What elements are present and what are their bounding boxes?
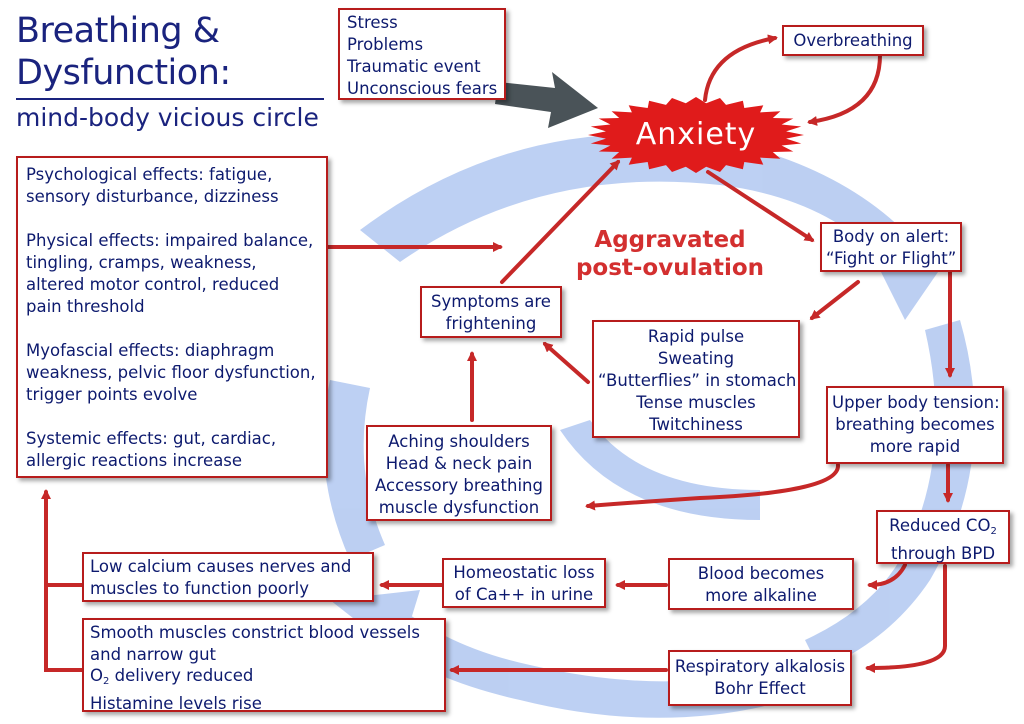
upper-body-line: Upper body tension: bbox=[832, 393, 1000, 412]
physical-effects-line: altered motor control, reduced bbox=[26, 275, 280, 294]
reduced-co2-box: Reduced CO2 through BPD bbox=[876, 510, 1010, 564]
stress-box: Stress Problems Traumatic event Unconsci… bbox=[338, 8, 506, 100]
rapid-pulse-line: Tense muscles bbox=[636, 393, 756, 412]
aching-line: Head & neck pain bbox=[385, 454, 533, 473]
aggravated-note: Aggravated post-ovulation bbox=[560, 226, 780, 282]
overbreathing-label: Overbreathing bbox=[793, 31, 913, 50]
low-calcium-box: Low calcium causes nerves and muscles to… bbox=[82, 552, 374, 602]
diagram-title: Breathing & Dysfunction: mind-body vicio… bbox=[16, 10, 336, 133]
reduced-co2-line-1: Reduced CO2 bbox=[882, 515, 1004, 543]
alkaline-line: more alkaline bbox=[705, 586, 817, 605]
anxiety-burst bbox=[588, 97, 804, 173]
psychological-effects-line: sensory disturbance, dizziness bbox=[26, 187, 279, 206]
anxiety-label: Anxiety bbox=[635, 117, 757, 152]
symptoms-line: Symptoms are bbox=[431, 292, 551, 311]
smooth-muscles-line: Smooth muscles constrict blood vessels bbox=[90, 623, 420, 642]
symptoms-line: frightening bbox=[445, 314, 537, 333]
o2-subscript: 2 bbox=[103, 676, 110, 687]
symptoms-box: Symptoms are frightening bbox=[420, 286, 562, 338]
rapid-pulse-line: Twitchiness bbox=[649, 415, 743, 434]
systemic-effects-line: allergic reactions increase bbox=[26, 451, 243, 470]
low-calcium-line: muscles to function poorly bbox=[90, 579, 310, 598]
alkaline-box: Blood becomes more alkaline bbox=[668, 558, 854, 610]
body-alert-line: Body on alert: bbox=[832, 227, 950, 246]
title-line-1: Breathing & bbox=[16, 11, 220, 51]
homeostatic-line: of Ca++ in urine bbox=[454, 585, 594, 604]
cycle-inner bbox=[560, 420, 760, 520]
stress-line: Traumatic event bbox=[347, 57, 481, 76]
physical-effects-line: pain threshold bbox=[26, 297, 145, 316]
aching-line: muscle dysfunction bbox=[378, 498, 540, 517]
smooth-muscles-line: and narrow gut bbox=[90, 644, 217, 664]
smooth-muscles-box: Smooth muscles constrict blood vessels a… bbox=[82, 618, 446, 713]
stress-line: Unconscious fears bbox=[347, 79, 498, 98]
aching-line: Accessory breathing bbox=[375, 476, 543, 495]
upper-body-box: Upper body tension: breathing becomes mo… bbox=[826, 386, 1004, 464]
body-alert-box: Body on alert: “Fight or Flight” bbox=[820, 222, 962, 272]
cycle-arc-top bbox=[360, 134, 930, 280]
homeostatic-line: Homeostatic loss bbox=[453, 563, 595, 582]
arrow-co2-to-alkaline bbox=[867, 563, 907, 590]
o2-text: O bbox=[90, 666, 103, 685]
low-calcium-line: Low calcium causes nerves and bbox=[90, 557, 352, 576]
arrow-anxiety-to-overbreathing bbox=[703, 34, 778, 102]
reduced-co2-line-2: through BPD bbox=[890, 544, 996, 563]
o2-delivery-text: delivery reduced bbox=[109, 666, 254, 685]
effects-box: Psychological effects: fatigue, sensory … bbox=[16, 156, 328, 478]
aching-line: Aching shoulders bbox=[388, 432, 530, 451]
myofascial-effects-line: Myofascial effects: diaphragm bbox=[26, 341, 275, 360]
title-line-2: Dysfunction: bbox=[16, 53, 231, 93]
systemic-effects-line: Systemic effects: gut, cardiac, bbox=[26, 429, 277, 448]
co2-subscript: 2 bbox=[990, 526, 997, 537]
stress-line: Stress bbox=[347, 13, 398, 32]
physical-effects-line: tingling, cramps, weakness, bbox=[26, 253, 257, 272]
homeostatic-box: Homeostatic loss of Ca++ in urine bbox=[442, 558, 606, 608]
aggravated-line-1: Aggravated bbox=[594, 227, 746, 253]
histamine-line: Histamine levels rise bbox=[90, 693, 262, 713]
upper-body-line: breathing becomes bbox=[835, 415, 995, 434]
body-alert-line: “Fight or Flight” bbox=[826, 249, 957, 268]
aggravated-line-2: post-ovulation bbox=[575, 255, 765, 281]
physical-effects-line: Physical effects: impaired balance, bbox=[26, 231, 314, 250]
respiratory-line: Bohr Effect bbox=[714, 679, 806, 698]
stress-line: Problems bbox=[347, 35, 424, 54]
arrows bbox=[46, 34, 955, 675]
arrow-overbreathing-to-anxiety bbox=[807, 53, 882, 126]
rapid-pulse-box: Rapid pulse Sweating “Butterflies” in st… bbox=[592, 320, 800, 438]
o2-delivery-line: O2 delivery reduced bbox=[90, 665, 438, 693]
aching-box: Aching shoulders Head & neck pain Access… bbox=[366, 425, 552, 521]
arrow-symptoms-to-anxiety bbox=[500, 159, 621, 284]
myofascial-effects-line: weakness, pelvic floor dysfunction, bbox=[26, 363, 316, 382]
title-subtitle: mind-body vicious circle bbox=[16, 103, 319, 132]
alkaline-line: Blood becomes bbox=[697, 564, 825, 583]
psychological-effects-line: Psychological effects: fatigue, bbox=[26, 165, 273, 184]
respiratory-box: Respiratory alkalosis Bohr Effect bbox=[668, 650, 852, 706]
arrow-upper-body-to-aching bbox=[585, 463, 840, 511]
overbreathing-box: Overbreathing bbox=[782, 25, 924, 56]
rapid-pulse-line: Rapid pulse bbox=[647, 327, 745, 346]
rapid-pulse-line: “Butterflies” in stomach bbox=[598, 371, 797, 390]
arrow-left-vertical-to-effects bbox=[46, 492, 84, 672]
arrow-rapid-pulse-to-symptoms bbox=[542, 342, 590, 384]
cycle-arc-right bbox=[805, 320, 975, 670]
arrow-anxiety-to-body-alert bbox=[706, 170, 815, 242]
myofascial-effects-line: trigger points evolve bbox=[26, 385, 198, 404]
arrow-co2-to-respiratory bbox=[865, 564, 947, 673]
arrow-body-alert-to-rapid-pulse bbox=[809, 280, 860, 320]
title-underline bbox=[16, 98, 324, 100]
stress-gray-arrow bbox=[495, 72, 598, 128]
respiratory-line: Respiratory alkalosis bbox=[674, 657, 846, 676]
reduced-co2-text: Reduced CO bbox=[889, 516, 991, 535]
rapid-pulse-line: Sweating bbox=[657, 349, 735, 368]
upper-body-line: more rapid bbox=[869, 437, 961, 456]
